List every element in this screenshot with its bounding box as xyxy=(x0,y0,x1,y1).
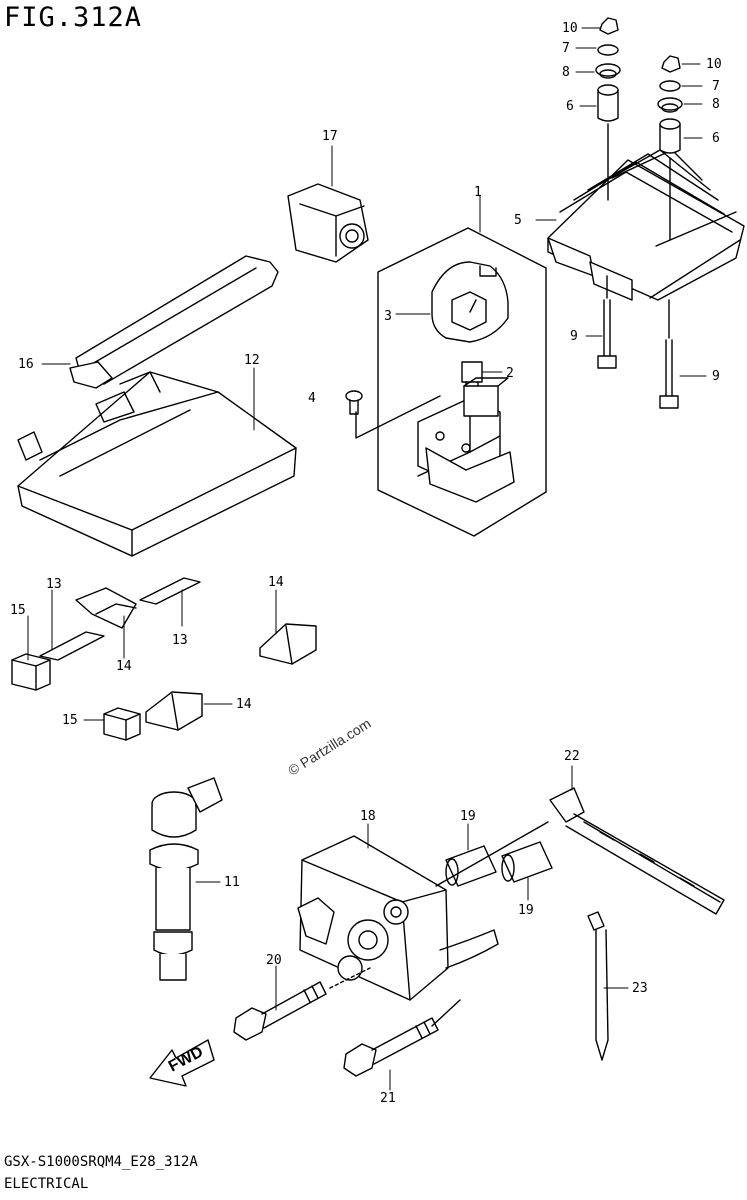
actuator-part[interactable] xyxy=(297,835,499,1001)
callout-19-left: 19 xyxy=(460,809,476,824)
callout-13-left: 13 xyxy=(46,577,62,592)
callout-7-right: 7 xyxy=(712,79,720,94)
washer-7-right[interactable] xyxy=(659,80,681,92)
callout-6-left: 6 xyxy=(566,99,574,114)
callout-14-upper-right: 14 xyxy=(268,575,284,590)
callout-5: 5 xyxy=(514,213,522,228)
cable-tie-23-part[interactable] xyxy=(587,911,609,1061)
callout-4: 4 xyxy=(308,391,316,406)
callout-16: 16 xyxy=(18,357,34,372)
callout-15-lower: 15 xyxy=(62,713,78,728)
callout-15-upper: 15 xyxy=(10,603,26,618)
footer-category: ELECTRICAL xyxy=(4,1176,89,1192)
bolt-9-left[interactable] xyxy=(597,299,617,369)
callout-3: 3 xyxy=(384,309,392,324)
callout-17: 17 xyxy=(322,129,338,144)
starter-relay-part[interactable] xyxy=(417,377,515,503)
pad-13-right[interactable] xyxy=(139,577,201,605)
regulator-rectifier-part[interactable] xyxy=(547,149,745,301)
callout-12: 12 xyxy=(244,353,260,368)
pad-14-lower[interactable] xyxy=(145,691,203,731)
pad-15-lower[interactable] xyxy=(103,707,141,741)
callout-2: 2 xyxy=(506,366,514,381)
ecu-unit-part[interactable] xyxy=(17,371,297,557)
callout-7-left: 7 xyxy=(562,41,570,56)
figure-title: FIG.312A xyxy=(4,2,143,33)
connector-block-part[interactable] xyxy=(287,183,369,263)
callout-1: 1 xyxy=(474,185,482,200)
callout-13-right: 13 xyxy=(172,633,188,648)
forward-arrow-icon xyxy=(149,1039,215,1087)
callout-8-right: 8 xyxy=(712,97,720,112)
pad-15-upper[interactable] xyxy=(11,653,51,691)
bolt-20-part[interactable] xyxy=(233,981,327,1041)
callout-9-right: 9 xyxy=(712,369,720,384)
callout-labels: 1 2 3 4 5 6 6 7 7 8 8 9 9 10 10 11 12 13… xyxy=(10,21,722,1106)
ignition-coil-part[interactable] xyxy=(149,777,223,981)
collar-6-right[interactable] xyxy=(659,118,681,154)
callout-20: 20 xyxy=(266,953,282,968)
callout-8-left: 8 xyxy=(562,65,570,80)
clamp-22-part[interactable] xyxy=(549,787,725,915)
screw-part[interactable] xyxy=(345,390,441,439)
callout-19-right: 19 xyxy=(518,903,534,918)
callout-22: 22 xyxy=(564,749,580,764)
callout-9-left: 9 xyxy=(570,329,578,344)
callout-14-lower: 14 xyxy=(236,697,252,712)
footer-code: GSX-S1000SRQM4_E28_312A xyxy=(4,1154,198,1170)
nut-10-right[interactable] xyxy=(661,55,681,73)
nut-10-left[interactable] xyxy=(599,17,619,35)
washer-7-left[interactable] xyxy=(597,44,619,56)
callout-21: 21 xyxy=(380,1091,396,1106)
relay-assembly-outline xyxy=(377,227,547,537)
callout-18: 18 xyxy=(360,809,376,824)
pad-14-upper-right[interactable] xyxy=(259,623,317,665)
bolt-9-right[interactable] xyxy=(659,339,679,409)
pad-13-left[interactable] xyxy=(39,631,105,661)
grommet-8-right[interactable] xyxy=(657,97,683,113)
bolt-21-part[interactable] xyxy=(343,1017,439,1077)
relay-cover-part[interactable] xyxy=(431,261,509,343)
grommet-8-left[interactable] xyxy=(595,63,621,79)
callout-6-right: 6 xyxy=(712,131,720,146)
callout-10-right: 10 xyxy=(706,57,722,72)
ecu-bracket-part[interactable] xyxy=(69,255,279,389)
callout-10-left: 10 xyxy=(562,21,578,36)
callout-14-left: 14 xyxy=(116,659,132,674)
callout-23: 23 xyxy=(632,981,648,996)
pad-14-left[interactable] xyxy=(75,587,137,629)
sleeve-19-right[interactable] xyxy=(501,841,553,883)
collar-6-left[interactable] xyxy=(597,84,619,122)
callout-11: 11 xyxy=(224,875,240,890)
watermark-text: © Partzilla.com xyxy=(285,715,373,779)
